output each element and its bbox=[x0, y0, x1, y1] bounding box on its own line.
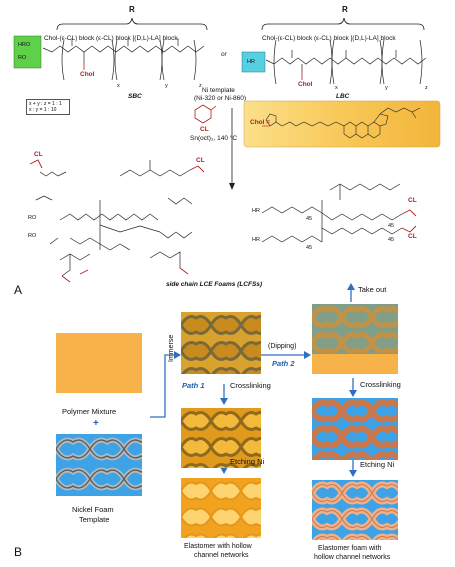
nickel-foam-image bbox=[56, 434, 142, 496]
chol-label-right: Chol bbox=[298, 81, 313, 88]
sub-y-left: y bbox=[165, 83, 168, 89]
cl-monomer-label: CL bbox=[200, 126, 209, 133]
path2-label: Path 2 bbox=[272, 359, 295, 368]
crosslinked-foam-image bbox=[181, 408, 261, 468]
etching-label-left: Etching Ni bbox=[230, 457, 265, 466]
hr-label: HR bbox=[247, 59, 255, 65]
cl-end-2: CL bbox=[408, 233, 417, 240]
sbc-label: SBC bbox=[128, 93, 142, 100]
chol-label-left: Chol bbox=[80, 71, 95, 78]
catalyst-label: Sn(oct)₂, 140 °C bbox=[190, 135, 238, 142]
nickel-foam-label-1: Nickel Foam bbox=[72, 505, 114, 514]
nickel-foam-label-2: Template bbox=[79, 515, 110, 524]
dipping-label: (Dipping) bbox=[268, 343, 297, 350]
result-left-line-2: channel networks bbox=[194, 552, 249, 559]
foam-ro-1: RO bbox=[28, 215, 37, 221]
plus-sign: + bbox=[93, 418, 99, 429]
blocks-label-left: Chol-(ε-CL) block (ε-CL) block [(D,L)-LA… bbox=[44, 35, 178, 42]
sub-x-left: x bbox=[117, 83, 120, 89]
hro-label: HRO bbox=[18, 42, 31, 48]
etching-label-right: Etching Ni bbox=[360, 460, 395, 469]
hollow-elastomer-image bbox=[181, 478, 261, 538]
polymer-mixture-swatch bbox=[56, 333, 142, 393]
dipped-foam-image bbox=[312, 304, 398, 374]
cl-end-1: CL bbox=[408, 197, 417, 204]
cl-end-3: CL bbox=[34, 151, 43, 158]
panel-b-label: B bbox=[14, 545, 23, 559]
blocks-label-right: Chol-(ε-CL) block (ε-CL) block [(D,L)-LA… bbox=[262, 35, 396, 42]
sub-45-d: 45 bbox=[388, 237, 395, 243]
foam-hr-1: HR bbox=[252, 208, 260, 214]
panel-a-structures bbox=[13, 17, 441, 283]
ratio-line-1: x + y : z = 1 : 1 bbox=[29, 101, 62, 107]
or-label: or bbox=[221, 51, 227, 58]
ratio-note: x + y : z = 1 : 1 x : y = 1 : 10 bbox=[26, 99, 70, 115]
foam-ro-2: RO bbox=[28, 233, 37, 239]
ni-template-label: Ni template bbox=[202, 87, 235, 94]
sub-45-c: 45 bbox=[388, 223, 395, 229]
sub-z-right: z bbox=[425, 85, 428, 91]
path1-label: Path 1 bbox=[182, 381, 205, 390]
crosslinking-label-right: Crosslinking bbox=[360, 380, 401, 389]
sub-45-a: 45 bbox=[306, 216, 313, 222]
sub-45-b: 45 bbox=[306, 245, 313, 251]
crosslinking-label-left: Crosslinking bbox=[230, 381, 271, 390]
ratio-line-2: x : y = 1 : 10 bbox=[29, 107, 57, 113]
ni-template-types: (Ni-320 or Ni-860) bbox=[194, 95, 247, 102]
sub-z-left: z bbox=[199, 83, 202, 89]
result-right-line-1: Elastomer foam with bbox=[318, 545, 382, 552]
take-out-label: Take out bbox=[358, 285, 387, 294]
cl-end-4: CL bbox=[196, 157, 205, 164]
elastomer-foam-image bbox=[312, 480, 398, 540]
polymer-mixture-label: Polymer Mixture bbox=[62, 407, 117, 416]
immersed-foam-image bbox=[181, 312, 261, 374]
r-label-right: R bbox=[342, 5, 348, 14]
chol-definition-label: Chol = bbox=[250, 119, 271, 126]
foam-hr-2: HR bbox=[252, 237, 260, 243]
sub-x-right: x bbox=[335, 85, 338, 91]
lbc-label: LBC bbox=[336, 93, 350, 100]
immerse-label: Immerse bbox=[168, 334, 175, 362]
r-label-left: R bbox=[129, 5, 135, 14]
sub-y-right: y bbox=[385, 85, 388, 91]
ro-label: RO bbox=[18, 55, 27, 61]
foams-title: side chain LCE Foams (LCFSs) bbox=[166, 281, 263, 288]
panel-a-label: A bbox=[14, 283, 23, 297]
crosslinked-foam-right-image bbox=[312, 398, 398, 460]
result-right-line-2: hollow channel networks bbox=[314, 554, 391, 561]
result-left-line-1: Elastomer with hollow bbox=[184, 543, 252, 550]
